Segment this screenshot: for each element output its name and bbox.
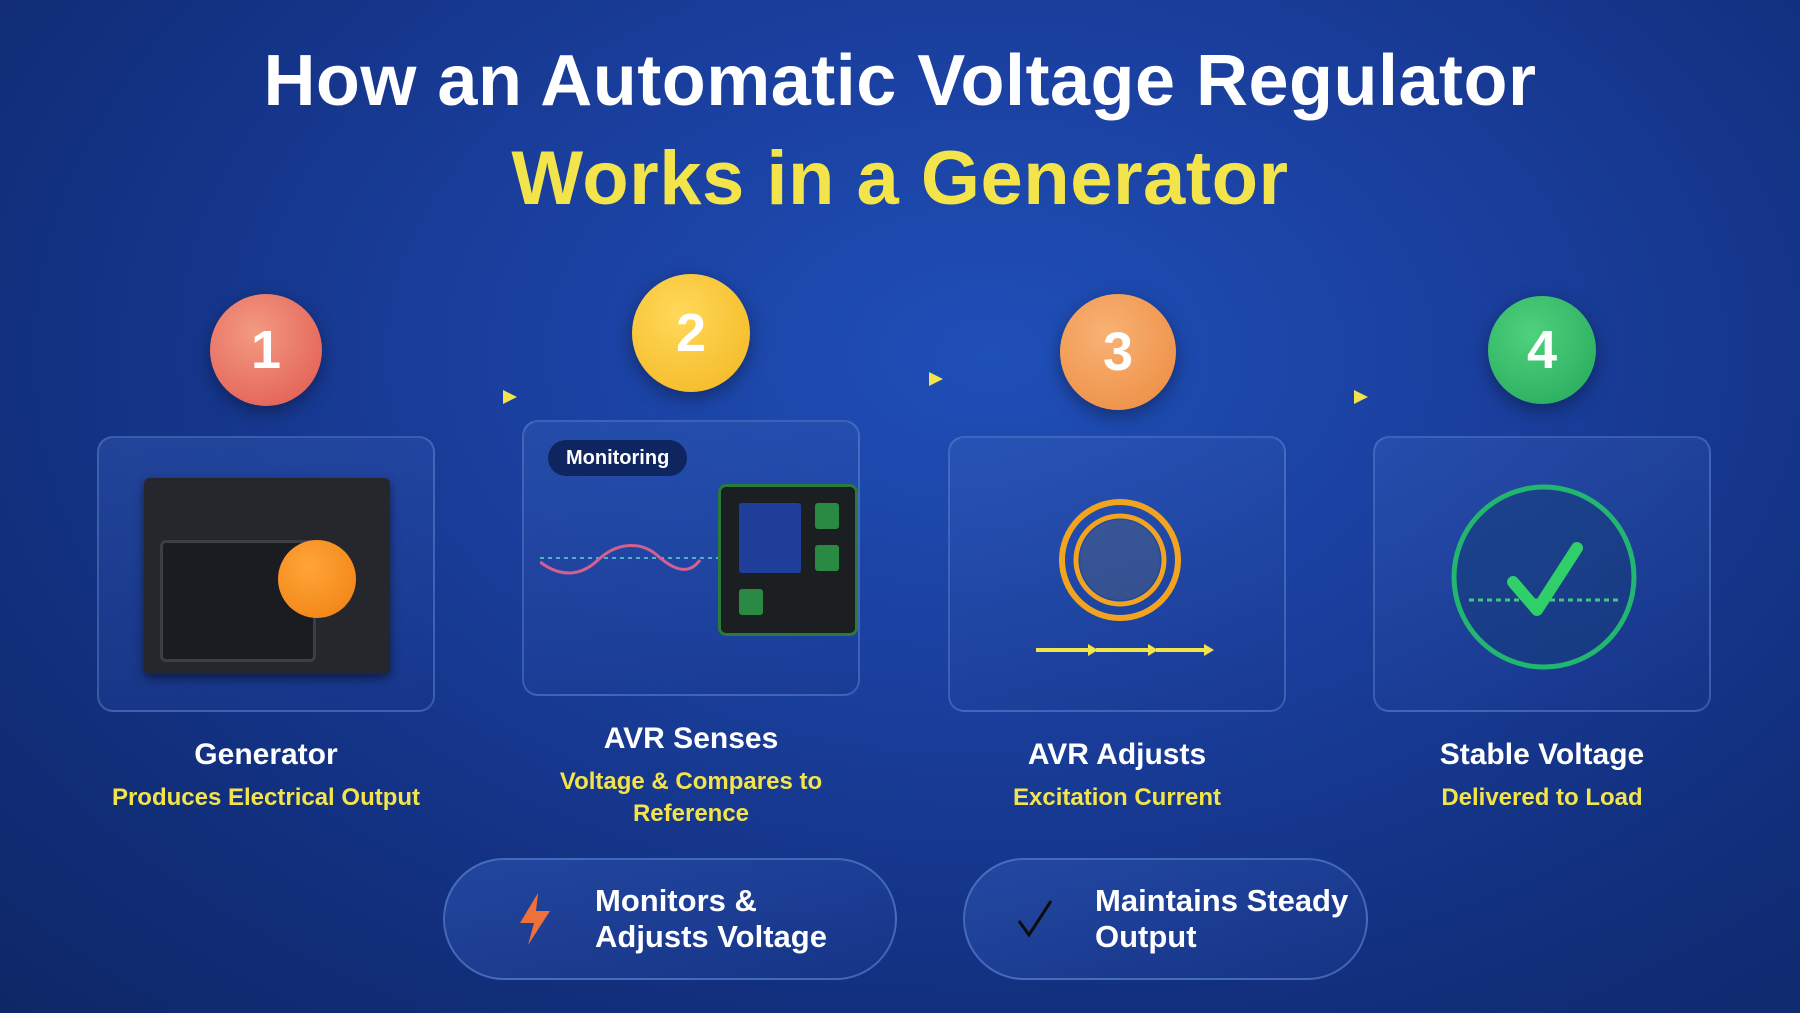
step-2-title: AVR Senses [603, 722, 779, 755]
flow-arrow-icon [1354, 390, 1368, 404]
highlight-monitors-label: Monitors & Adjusts Voltage [595, 883, 827, 954]
highlight-monitors: Monitors & Adjusts Voltage [443, 858, 897, 980]
highlight-maintains-label: Maintains Steady Output [1095, 883, 1349, 954]
avr-chip-icon [718, 484, 858, 636]
monitoring-badge: Monitoring [548, 440, 688, 476]
step-4-card [1373, 436, 1711, 712]
step-4-title: Stable Voltage [1439, 738, 1645, 771]
chip-led [815, 545, 839, 571]
lightning-bolt-icon [505, 893, 565, 945]
current-arrows-icon [1036, 644, 1214, 656]
step-3-subtitle: Excitation Current [1012, 784, 1222, 811]
step-3-caption: AVR Adjusts Excitation Current [917, 738, 1317, 814]
step-1-caption: Generator Produces Electrical Output [66, 738, 466, 814]
checkmark-icon [1005, 897, 1065, 941]
chip-led [739, 589, 763, 615]
voltage-wave-icon [540, 543, 718, 575]
step-3-title: AVR Adjusts [1027, 738, 1207, 771]
chip-screen [739, 503, 801, 573]
step-4-subtitle: Delivered to Load [1441, 784, 1643, 811]
flow-arrow-icon [503, 390, 517, 404]
step-4-number: 4 [1488, 296, 1596, 404]
step-2-caption: AVR Senses Voltage & Compares to Referen… [491, 722, 891, 830]
step-1-card [97, 436, 435, 712]
generator-icon [144, 478, 390, 674]
flow-arrow-icon [929, 372, 943, 386]
generator-knob [278, 540, 356, 618]
step-1-title: Generator [194, 738, 338, 771]
step-2-number: 2 [632, 274, 750, 392]
step-3-card [948, 436, 1286, 712]
step-2-subtitle: Voltage & Compares to Reference [559, 768, 823, 827]
step-1-subtitle: Produces Electrical Output [111, 784, 421, 811]
highlight-maintains: Maintains Steady Output [963, 858, 1368, 980]
step-2-card: Monitoring [522, 420, 860, 696]
excitation-coil-icon [1059, 499, 1181, 621]
stable-check-icon [1451, 484, 1637, 670]
title-line-1: How an Automatic Voltage Regulator [263, 41, 1537, 121]
chip-led [815, 503, 839, 529]
step-4-caption: Stable Voltage Delivered to Load [1342, 738, 1742, 814]
step-1-number: 1 [210, 294, 322, 406]
title-line-2: Works in a Generator [511, 136, 1289, 221]
step-3-number: 3 [1060, 294, 1176, 410]
